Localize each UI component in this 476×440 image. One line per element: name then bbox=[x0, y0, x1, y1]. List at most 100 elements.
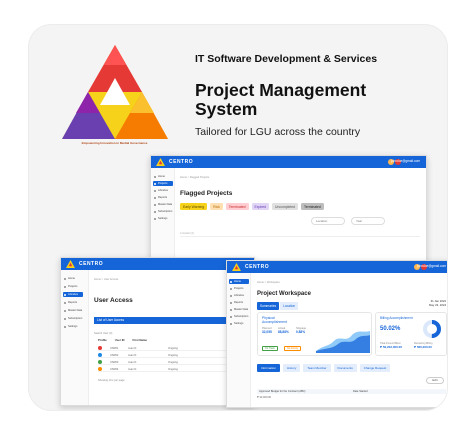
brand-logo-icon bbox=[66, 260, 75, 268]
avatar bbox=[98, 346, 102, 350]
sidebar-item-home[interactable]: Home bbox=[63, 276, 83, 281]
app-topbar: CENTRO bbox=[61, 258, 254, 270]
sidebar-item-reports[interactable]: Reports bbox=[153, 195, 173, 200]
breadcrumb[interactable]: Home > Flagged Projects bbox=[180, 176, 210, 179]
alert-icon[interactable] bbox=[421, 263, 427, 270]
table-header: Profile User ID First Name bbox=[98, 338, 147, 342]
column-header[interactable]: First Name bbox=[132, 338, 147, 342]
chip-risk[interactable]: Risk bbox=[210, 203, 223, 210]
company-name: IT Software Development & Services bbox=[195, 53, 378, 65]
pagination[interactable]: Showing 10 ▾ per page bbox=[98, 379, 125, 382]
divider bbox=[180, 236, 420, 237]
sidebar-item-home[interactable]: Home bbox=[153, 174, 173, 179]
avatar bbox=[98, 360, 102, 364]
chip-early-warning[interactable]: Early Warning bbox=[180, 203, 208, 210]
sidebar-item-settings[interactable]: Settings bbox=[153, 216, 173, 221]
chip-uncompleted[interactable]: Uncompleted bbox=[272, 203, 299, 210]
breadcrumb[interactable]: Home > User Access bbox=[94, 278, 119, 281]
section-title: User Access bbox=[94, 297, 133, 304]
remaining-billing: Remaining Billing₱ 560,000.00 bbox=[414, 342, 433, 349]
sidebar-item-libraries[interactable]: Libraries bbox=[153, 188, 173, 193]
promo-card: Empowering Innovation in Medial Governan… bbox=[29, 25, 447, 410]
chip-expired[interactable]: Expired bbox=[251, 203, 270, 210]
billing-accomplishment-card: Billing Accomplishment 50.02% Total Amou… bbox=[375, 312, 447, 356]
sidebar-item-settings[interactable]: Settings bbox=[63, 324, 83, 329]
company-logo-icon bbox=[62, 45, 168, 139]
sidebar: Home Projects Libraries Reports Master D… bbox=[61, 270, 89, 405]
sidebar: Home Projects Libraries Reports Master D… bbox=[227, 273, 251, 407]
section-title: Project Workspace bbox=[257, 291, 311, 297]
breadcrumb[interactable]: Home > Workspace bbox=[257, 281, 280, 284]
tab-summaries[interactable]: Summaries bbox=[257, 302, 280, 310]
app-brand: CENTRO bbox=[169, 159, 194, 165]
edit-button[interactable]: Edit bbox=[426, 377, 444, 384]
column-header[interactable]: Profile bbox=[98, 338, 107, 342]
brand-logo-icon bbox=[156, 158, 165, 166]
avatar bbox=[98, 367, 102, 371]
filter-row: Location Year bbox=[311, 217, 385, 225]
sidebar-item-subscription[interactable]: Subscription bbox=[63, 316, 83, 321]
sidebar-item-projects[interactable]: Projects bbox=[63, 284, 83, 289]
total-billed: Total Amount Billed₱ 56,202,000.00 bbox=[380, 342, 403, 349]
status-filter-chips: Early Warning Risk Terminated Expired Un… bbox=[180, 203, 324, 210]
tab-team-member[interactable]: Team Member bbox=[303, 364, 331, 372]
tab-location[interactable]: Location bbox=[280, 302, 299, 310]
app-brand: CENTRO bbox=[79, 261, 104, 267]
sidebar-item-master-data[interactable]: Master Data bbox=[63, 308, 83, 313]
user-menu[interactable]: johndoe@gmail.com bbox=[390, 159, 420, 163]
sidebar-item-libraries[interactable]: Libraries bbox=[63, 292, 83, 297]
table-title: List of User Access bbox=[94, 317, 252, 324]
alert-icon[interactable] bbox=[395, 158, 401, 165]
user-menu[interactable]: johndoe@gmail.com bbox=[416, 264, 446, 268]
area-chart-icon bbox=[316, 331, 370, 353]
table-row[interactable]: USR04 Juan D. Ongoing bbox=[98, 366, 238, 372]
sidebar-item-master-data[interactable]: Master Data bbox=[153, 202, 173, 207]
tab-change-request[interactable]: Change Request bbox=[359, 364, 391, 372]
sidebar-item-master-data[interactable]: Master Data bbox=[229, 307, 249, 312]
year-filter[interactable]: Year bbox=[351, 217, 385, 225]
search-input[interactable]: Search User (3) bbox=[94, 332, 113, 335]
page-subtitle: Tailored for LGU across the country bbox=[195, 126, 361, 138]
chip-terminated[interactable]: Terminated bbox=[225, 203, 249, 210]
user-access-window: CENTRO Home Projects Libraries Reports M… bbox=[60, 257, 255, 406]
no-activity-button[interactable]: No Activity bbox=[284, 346, 302, 351]
section-title: Flagged Projects bbox=[180, 190, 233, 197]
date-display: 31 Jan 2024 May 23, 2024 bbox=[429, 299, 446, 307]
column-header[interactable]: User ID bbox=[114, 338, 125, 342]
info-table-header: Approved Budget for the Contract (ABC) D… bbox=[257, 389, 446, 394]
sidebar-item-projects[interactable]: Projects bbox=[229, 286, 249, 291]
sidebar-item-subscription[interactable]: Subscription bbox=[229, 314, 249, 319]
sidebar-item-libraries[interactable]: Libraries bbox=[229, 293, 249, 298]
table-row[interactable]: USR03 Juan D. Ongoing bbox=[98, 359, 238, 365]
sidebar-item-projects[interactable]: Projects bbox=[153, 181, 173, 186]
table-row[interactable]: USR01 Juan D. Ongoing bbox=[98, 345, 238, 351]
sidebar-item-subscription[interactable]: Subscription bbox=[153, 209, 173, 214]
sidebar-item-reports[interactable]: Reports bbox=[229, 300, 249, 305]
location-filter[interactable]: Location bbox=[311, 217, 345, 225]
sidebar-item-home[interactable]: Home bbox=[229, 279, 249, 284]
results-summary: 4 results (3) bbox=[180, 232, 194, 235]
sidebar-item-reports[interactable]: Reports bbox=[63, 300, 83, 305]
detail-tabs: Information History Team Member Document… bbox=[257, 364, 391, 372]
notification-icon[interactable] bbox=[414, 263, 420, 270]
table-row[interactable]: USR02 Juan D. Ongoing bbox=[98, 352, 238, 358]
tab-history[interactable]: History bbox=[283, 364, 301, 372]
chip-terminated-dark[interactable]: Terminated bbox=[301, 203, 324, 210]
info-value: ₱ 43,000.00 bbox=[257, 396, 271, 399]
app-topbar: CENTRO johndoe@gmail.com bbox=[227, 261, 447, 273]
tab-information[interactable]: Information bbox=[257, 364, 281, 372]
donut-chart-icon bbox=[423, 320, 441, 338]
page-title: Project Management System bbox=[195, 80, 367, 119]
summary-tabs: Summaries Location bbox=[257, 302, 299, 310]
on-track-button[interactable]: On Track bbox=[262, 346, 278, 351]
app-topbar: CENTRO johndoe@gmail.com bbox=[151, 156, 426, 168]
tab-documents[interactable]: Documents bbox=[333, 364, 357, 372]
notification-icon[interactable] bbox=[388, 158, 394, 165]
app-brand: CENTRO bbox=[245, 264, 270, 270]
sidebar-item-settings[interactable]: Settings bbox=[229, 321, 249, 326]
